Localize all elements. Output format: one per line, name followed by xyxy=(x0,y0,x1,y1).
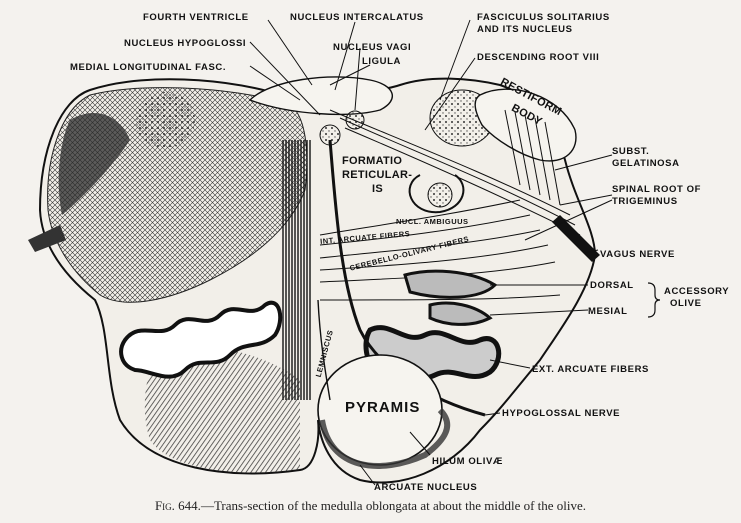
label-formatio: FORMATIO xyxy=(342,155,403,167)
leader-lines xyxy=(249,19,613,486)
label-is: IS xyxy=(372,183,383,195)
label-hilum-olivae: HILUM OLIVÆ xyxy=(432,456,503,467)
ambiguus-nucleus xyxy=(427,182,453,208)
label-accessory: ACCESSORY xyxy=(664,286,730,297)
label-nucleus-intercalatus: NUCLEUS INTERCALATUS xyxy=(290,12,424,23)
vagus-nerve-bundle xyxy=(552,215,600,262)
restiform-body xyxy=(474,88,577,162)
label-trigeminus: TRIGEMINUS xyxy=(612,196,678,207)
accessory-brace xyxy=(647,282,661,318)
label-pyramis: PYRAMIS xyxy=(345,399,421,416)
label-hypoglossal-nerve: HYPOGLOSSAL NERVE xyxy=(502,408,621,419)
label-olive: OLIVE xyxy=(670,298,702,309)
ambiguus-loop xyxy=(408,174,465,214)
label-gelatinosa: GELATINOSA xyxy=(612,158,680,169)
label-vagus-nerve: VAGUS NERVE xyxy=(600,249,675,260)
label-nucleus-vagi: NUCLEUS VAGI xyxy=(333,42,412,53)
label-ext-arcuate: EXT. ARCUATE FIBERS xyxy=(532,364,649,375)
label-reticularis: RETICULAR- xyxy=(342,169,413,181)
left-dorsal-nucleus xyxy=(135,92,195,148)
label-ligula: LIGULA xyxy=(362,56,401,67)
label-fasciculus-solitarius-2: AND ITS NUCLEUS xyxy=(477,24,573,35)
vagus-nucleus xyxy=(345,110,365,130)
figure-caption: Fig. 644.—Trans-section of the medulla o… xyxy=(0,498,741,514)
label-mesial: MESIAL xyxy=(588,306,628,317)
mesial-accessory-olive xyxy=(428,301,493,326)
left-lower-dark xyxy=(144,346,300,473)
raphe-vertical-fibers xyxy=(282,140,312,400)
label-medial-longitudinal: MEDIAL LONGITUDINAL FASC. xyxy=(70,62,227,73)
label-nucleus-hypoglossi: NUCLEUS HYPOGLOSSI xyxy=(124,38,247,49)
label-fourth-ventricle: FOURTH VENTRICLE xyxy=(143,12,249,23)
label-fasciculus-solitarius: FASCICULUS SOLITARIUS xyxy=(477,12,610,23)
label-dorsal: DORSAL xyxy=(590,280,634,291)
label-nucl-ambiguus: NUCL. AMBIGUUS xyxy=(396,217,469,226)
label-spinal-root: SPINAL ROOT OF xyxy=(612,184,701,195)
left-inferior-olive xyxy=(119,300,283,379)
label-descending-root: DESCENDING ROOT VIII xyxy=(477,52,600,63)
caption-fig-number: Fig. 644. xyxy=(154,498,201,513)
left-dark-region xyxy=(58,112,130,215)
label-subst: SUBST. xyxy=(612,146,650,157)
caption-text: —Trans-section of the medulla oblongata … xyxy=(200,498,587,513)
arcuate-nucleus-band xyxy=(319,407,451,469)
label-arcuate-nucleus: ARCUATE NUCLEUS xyxy=(374,482,478,493)
left-nerve-stub xyxy=(28,225,66,252)
lemniscus-band xyxy=(317,299,331,401)
